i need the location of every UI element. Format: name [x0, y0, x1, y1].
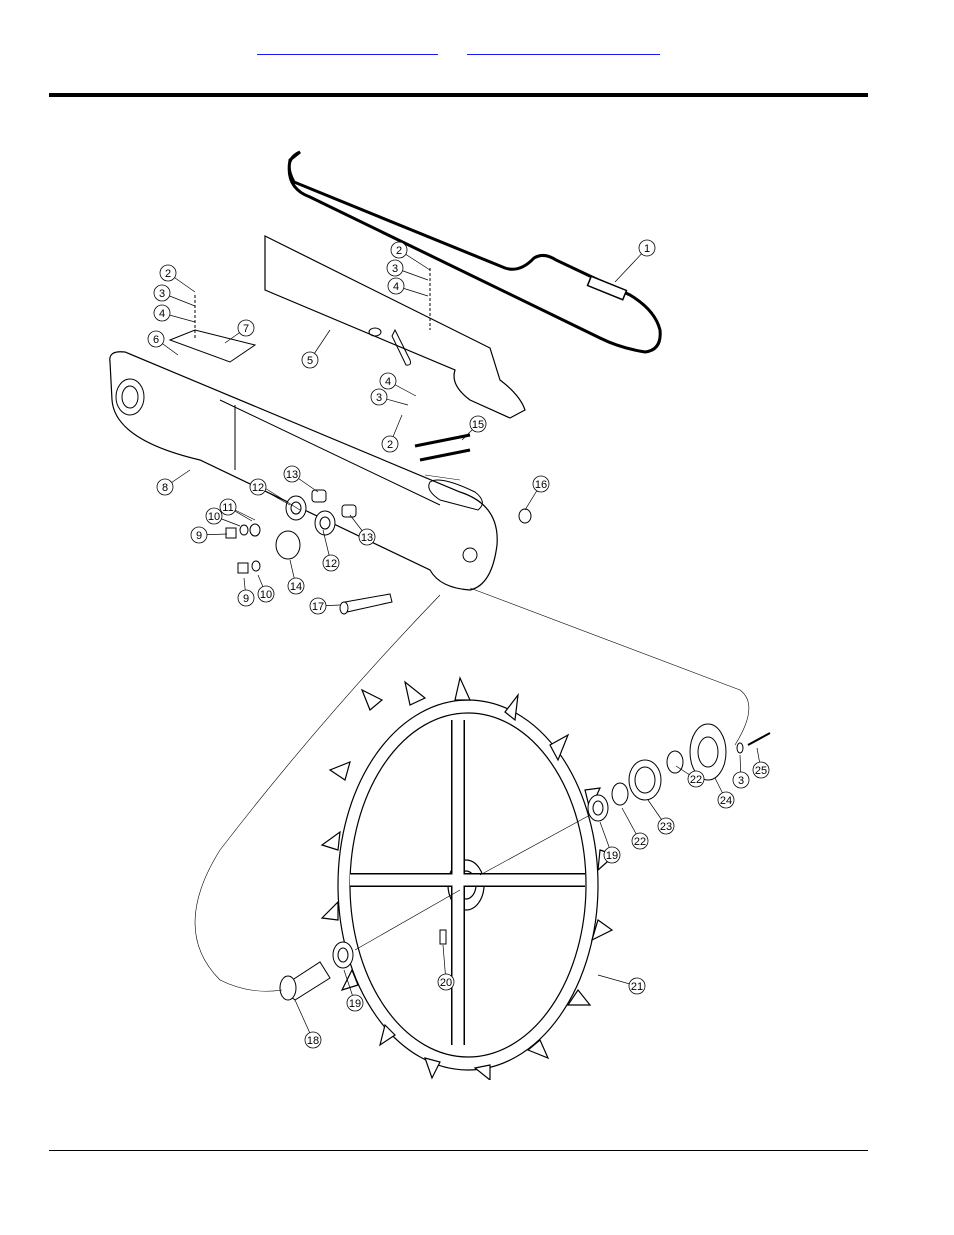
callout-label: 10: [260, 589, 272, 601]
callout-label: 13: [361, 532, 373, 544]
callout-label: 2: [396, 245, 402, 257]
callout-label: 18: [307, 1035, 319, 1047]
callout-label: 12: [325, 558, 337, 570]
callout-label: 5: [307, 355, 313, 367]
callout-label: 4: [393, 281, 399, 293]
callout-label: 2: [165, 268, 171, 280]
callout-label: 13: [286, 469, 298, 481]
nav-link-2[interactable]: [467, 40, 660, 55]
callout-label: 20: [440, 977, 452, 989]
drive-arm: [110, 352, 497, 590]
callout-label: 11: [222, 502, 233, 514]
header-rule: [49, 93, 868, 97]
callout-label: 2: [387, 439, 393, 451]
callout-label: 9: [196, 530, 202, 542]
callout-label: 9: [243, 593, 249, 605]
callout-label: 4: [385, 376, 391, 388]
callout-label: 3: [738, 775, 744, 787]
footer-rule: [49, 1150, 868, 1151]
callout-label: 19: [349, 998, 361, 1010]
callout-label: 23: [660, 821, 672, 833]
callout-label: 4: [159, 308, 165, 320]
callout-label: 19: [606, 850, 618, 862]
callout-label: 16: [535, 479, 547, 491]
callout-label: 21: [631, 981, 643, 993]
callout-label: 7: [243, 323, 249, 335]
callout-label: 25: [755, 765, 767, 777]
callout-label: 14: [290, 581, 302, 593]
callout-label: 17: [312, 601, 324, 613]
callout-label: 3: [376, 392, 382, 404]
callout-label: 24: [720, 795, 732, 807]
nav-link-1[interactable]: [257, 40, 438, 55]
chain-link: [588, 276, 627, 300]
callout-label: 3: [159, 288, 165, 300]
callout-label: 3: [392, 263, 398, 275]
spiked-wheel: [322, 678, 615, 1080]
callout-label: 22: [690, 774, 702, 786]
callout-label: 6: [153, 334, 159, 346]
callout-label: 1: [644, 243, 650, 255]
callout-label: 15: [472, 419, 484, 431]
callout-label: 22: [634, 836, 646, 848]
callout-label: 12: [252, 482, 264, 494]
callout-label: 8: [162, 482, 168, 494]
callout-label: 10: [208, 511, 220, 523]
